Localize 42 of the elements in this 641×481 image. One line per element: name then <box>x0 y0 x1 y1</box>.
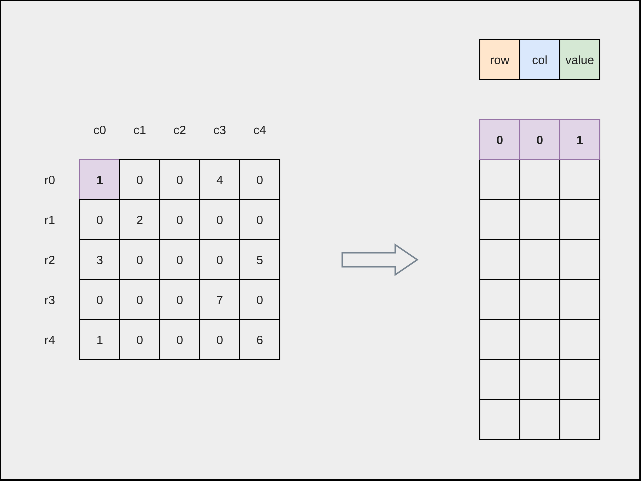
field-header: row <box>480 40 520 80</box>
matrix-cell: 7 <box>200 280 240 320</box>
matrix-cell: 5 <box>240 240 280 280</box>
matrix-cell: 1 <box>80 320 120 360</box>
matrix-cell: 3 <box>80 240 120 280</box>
matrix-cell: 0 <box>80 200 120 240</box>
field-header: col <box>520 40 561 80</box>
matrix-cell: 0 <box>160 320 200 360</box>
matrix-cell: 0 <box>240 280 280 320</box>
matrix-cell: 0 <box>120 280 160 320</box>
row-label: r3 <box>45 296 55 304</box>
matrix-cell: 6 <box>240 320 280 360</box>
matrix-cell: 0 <box>160 240 200 280</box>
matrix-cell: 0 <box>120 320 160 360</box>
matrix-cell: 0 <box>80 280 120 320</box>
column-label: c4 <box>254 126 266 134</box>
matrix-cell: 4 <box>200 160 240 200</box>
column-label: c1 <box>134 126 146 134</box>
field-header: value <box>560 40 600 80</box>
matrix-cell: 0 <box>200 200 240 240</box>
matrix-cell: 2 <box>120 200 160 240</box>
matrix-cell: 0 <box>160 200 200 240</box>
matrix-cell: 0 <box>200 320 240 360</box>
highlighted-cell: 1 <box>80 160 120 200</box>
matrix-cell: 0 <box>240 200 280 240</box>
column-label: c3 <box>214 126 226 134</box>
highlighted-cell: 1 <box>560 120 600 160</box>
column-label: c2 <box>174 126 186 134</box>
row-label: r4 <box>45 336 55 344</box>
matrix-cell: 0 <box>160 280 200 320</box>
column-label: c0 <box>94 126 106 134</box>
matrix-cell: 0 <box>120 160 160 200</box>
matrix-cell: 0 <box>200 240 240 280</box>
row-label: r0 <box>45 176 55 184</box>
row-label: r1 <box>45 216 55 224</box>
block-arrow <box>342 244 419 276</box>
matrix-cell: 0 <box>240 160 280 200</box>
row-label: r2 <box>45 256 55 264</box>
highlighted-cell: 0 <box>480 120 520 160</box>
matrix-cell: 0 <box>120 240 160 280</box>
matrix-cell: 0 <box>160 160 200 200</box>
highlighted-cell: 0 <box>520 120 561 160</box>
